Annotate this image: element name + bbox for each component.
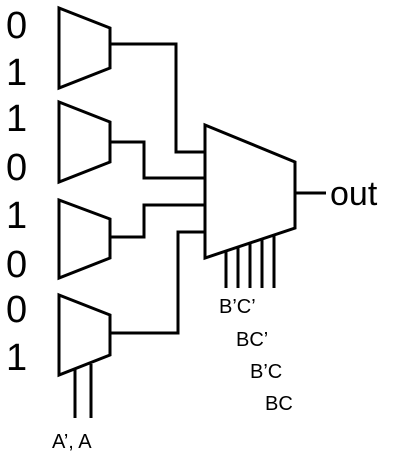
first-stage-mux-4 [57,292,112,378]
input-bit-4: 1 [6,195,27,237]
input-bit-7: 1 [6,337,27,379]
output-label: out [330,175,378,213]
wire-mux4-out [110,230,205,335]
input-bit-5: 0 [6,244,27,286]
input-bit-6: 0 [6,289,27,331]
input-bit-1: 1 [6,52,27,94]
select-label-2: BC’ [236,329,268,351]
input-bit-3: 0 [6,147,27,189]
input-bit-2: 1 [6,98,27,140]
first-stage-mux-2 [57,99,112,185]
wire-mux3-out [110,203,205,239]
input-bit-0: 0 [6,5,27,47]
select-label-4: BC [265,393,293,415]
wire-mux1-out [110,42,205,154]
first-stage-mux-1 [57,5,112,91]
first-stage-mux-3 [57,197,112,281]
wire-mux2-out [110,140,205,180]
select-label-3: B’C [250,361,282,383]
select-label-1: B’C’ [219,296,256,318]
second-stage-mux [203,122,297,261]
first-stage-select-label: A’, A [52,431,92,453]
